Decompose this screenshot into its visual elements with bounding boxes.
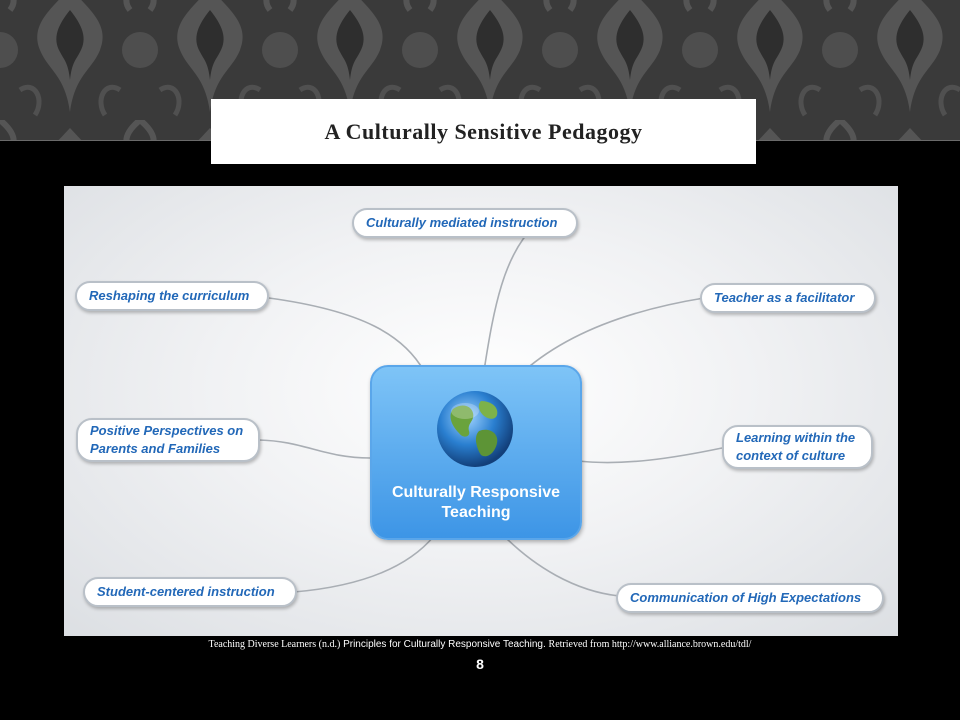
node-positive-perspectives: Positive Perspectives on Parents and Fam… bbox=[76, 418, 260, 462]
node-label-line2: context of culture bbox=[736, 448, 846, 463]
node-communication-high-expectations: Communication of High Expectations bbox=[616, 583, 884, 613]
globe-icon bbox=[437, 391, 513, 467]
node-label-line2: Parents and Families bbox=[90, 441, 221, 456]
mind-map: Culturally mediated instruction Reshapin… bbox=[64, 186, 898, 636]
link-student-centered bbox=[293, 535, 435, 593]
mind-map-links bbox=[258, 225, 723, 597]
node-learning-within-context: Learning within the context of culture bbox=[722, 425, 873, 469]
node-label: Student-centered instruction bbox=[97, 584, 275, 599]
link-high-expectations bbox=[503, 535, 620, 597]
central-node: Culturally Responsive Teaching bbox=[370, 365, 582, 540]
node-label-line1: Positive Perspectives on bbox=[90, 423, 244, 438]
node-label: Reshaping the curriculum bbox=[89, 288, 250, 303]
node-label: Teacher as a facilitator bbox=[714, 290, 855, 305]
central-node-label: Culturally Responsive Teaching bbox=[372, 483, 580, 523]
link-teacher-facilitator bbox=[523, 297, 705, 372]
node-label: Communication of High Expectations bbox=[630, 590, 862, 605]
title-box: A Culturally Sensitive Pedagogy bbox=[211, 99, 756, 164]
link-culturally-mediated bbox=[483, 225, 535, 372]
citation-url: Retrieved from http://www.alliance.brown… bbox=[548, 639, 752, 650]
node-reshaping-the-curriculum: Reshaping the curriculum bbox=[75, 281, 269, 311]
citation-source: Teaching Diverse Learners (n.d.) bbox=[208, 639, 341, 650]
link-learning-context bbox=[577, 447, 723, 464]
page-number: 8 bbox=[476, 656, 484, 672]
node-label: Culturally mediated instruction bbox=[366, 215, 558, 230]
node-label-line1: Learning within the bbox=[736, 430, 856, 445]
node-teacher-as-facilitator: Teacher as a facilitator bbox=[700, 283, 876, 313]
citation-title: Principles for Culturally Responsive Tea… bbox=[343, 639, 546, 650]
central-label-line1: Culturally Responsive bbox=[391, 484, 561, 501]
slide-title: A Culturally Sensitive Pedagogy bbox=[324, 118, 643, 144]
link-positive-perspectives bbox=[258, 439, 371, 459]
link-reshaping-curriculum bbox=[268, 297, 425, 372]
node-culturally-mediated-instruction: Culturally mediated instruction bbox=[352, 208, 578, 238]
citation: Teaching Diverse Learners (n.d.) Princip… bbox=[0, 639, 960, 650]
central-label-line2: Teaching bbox=[441, 504, 511, 521]
node-student-centered-instruction: Student-centered instruction bbox=[83, 577, 297, 607]
